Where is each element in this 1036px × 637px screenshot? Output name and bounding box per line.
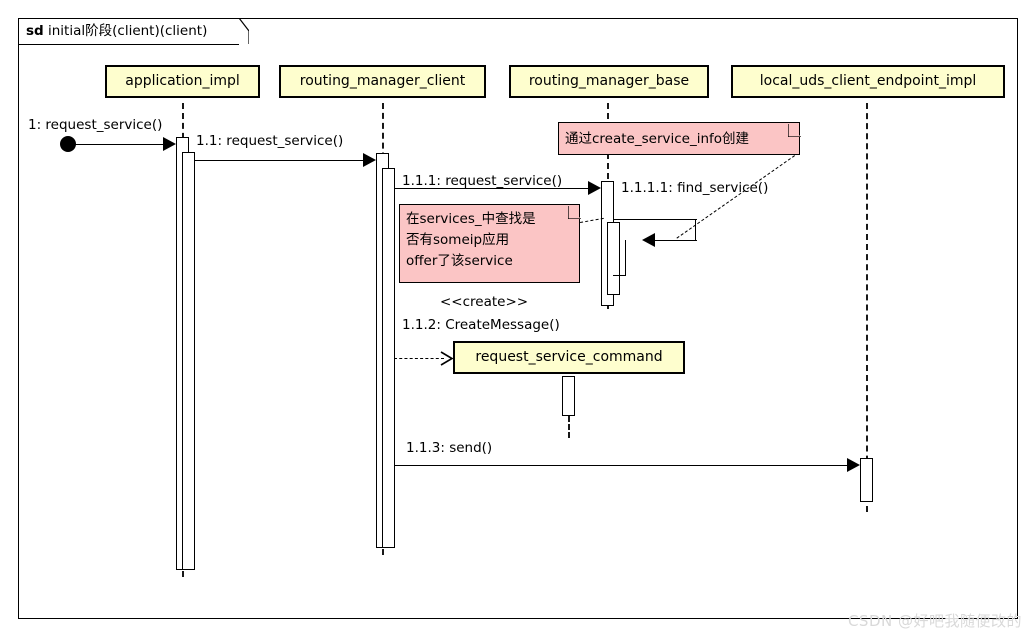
- note-services-lookup: 在services_中查找是 否有someip应用 offer了该service: [399, 204, 580, 283]
- message-1-1-3-line: [394, 465, 857, 466]
- message-1-1-line: [194, 160, 373, 161]
- message-1-1-1-1-return-base: [613, 275, 626, 276]
- created-object-request_service_command[interactable]: request_service_command: [453, 341, 685, 374]
- lifeline-request_service_command: [568, 416, 570, 438]
- sd-frame-tab: [18, 18, 248, 44]
- page-title: sd initial阶段(client)(client): [26, 21, 207, 41]
- message-1-1-3-label: 1.1.3: send(): [406, 440, 493, 456]
- sd-frame-tab-underline: [18, 44, 239, 45]
- note-services-lookup-fold-icon: [567, 204, 581, 220]
- watermark: CSDN @好吧我随便改的: [847, 612, 1022, 630]
- participant-routing_manager_base[interactable]: routing_manager_base: [509, 65, 709, 98]
- sd-frame: [18, 18, 1018, 619]
- sd-keyword: sd: [26, 23, 44, 39]
- activation-application_impl-nested: [182, 152, 195, 570]
- message-1-line: [68, 144, 173, 145]
- message-1-1-3-arrowhead: [847, 458, 860, 472]
- message-1-1-1-1-arrowhead: [642, 233, 655, 247]
- message-1-1-1-1-label: 1.1.1.1: find_service(): [621, 180, 769, 196]
- message-1-1-arrowhead: [363, 153, 376, 167]
- note-create-service-info: 通过create_service_info创建: [558, 122, 800, 155]
- activation-request_service_command: [562, 376, 575, 416]
- lifeline-local_uds_client_endpoint_impl: [866, 103, 868, 512]
- message-1-1-1-label: 1.1.1: request_service(): [402, 173, 563, 189]
- message-1-1-1-1-bottom-segment: [655, 240, 697, 241]
- message-1-1-2-stereotype: <<create>>: [440, 294, 529, 310]
- activation-local_uds_client_endpoint_impl: [860, 458, 873, 502]
- message-1-1-1-arrowhead: [588, 181, 601, 195]
- message-1-1-1-1-right-segment: [695, 219, 696, 241]
- message-1-label: 1: request_service(): [28, 117, 163, 133]
- message-1-1-2-line: [394, 358, 444, 359]
- message-1-1-2-label: 1.1.2: CreateMessage(): [402, 317, 560, 333]
- sd-frame-tab-corner-icon: [238, 18, 249, 44]
- activation-routing_manager_base-nested: [607, 222, 620, 295]
- message-1-1-2-arrowhead: [440, 351, 454, 366]
- participant-routing_manager_client[interactable]: routing_manager_client: [279, 65, 486, 98]
- sd-title-text: initial阶段(client)(client): [48, 23, 208, 39]
- note-create-service-info-fold-icon: [787, 122, 801, 138]
- message-1-arrowhead: [163, 137, 176, 151]
- participant-local_uds_client_endpoint_impl[interactable]: local_uds_client_endpoint_impl: [731, 65, 1005, 98]
- message-1-1-1-1-return-drop: [625, 240, 626, 276]
- participant-application_impl[interactable]: application_impl: [105, 65, 260, 98]
- message-1-1-1-line: [394, 188, 598, 189]
- message-1-1-1-1-top-segment: [613, 219, 697, 220]
- message-1-1-label: 1.1: request_service(): [196, 133, 344, 149]
